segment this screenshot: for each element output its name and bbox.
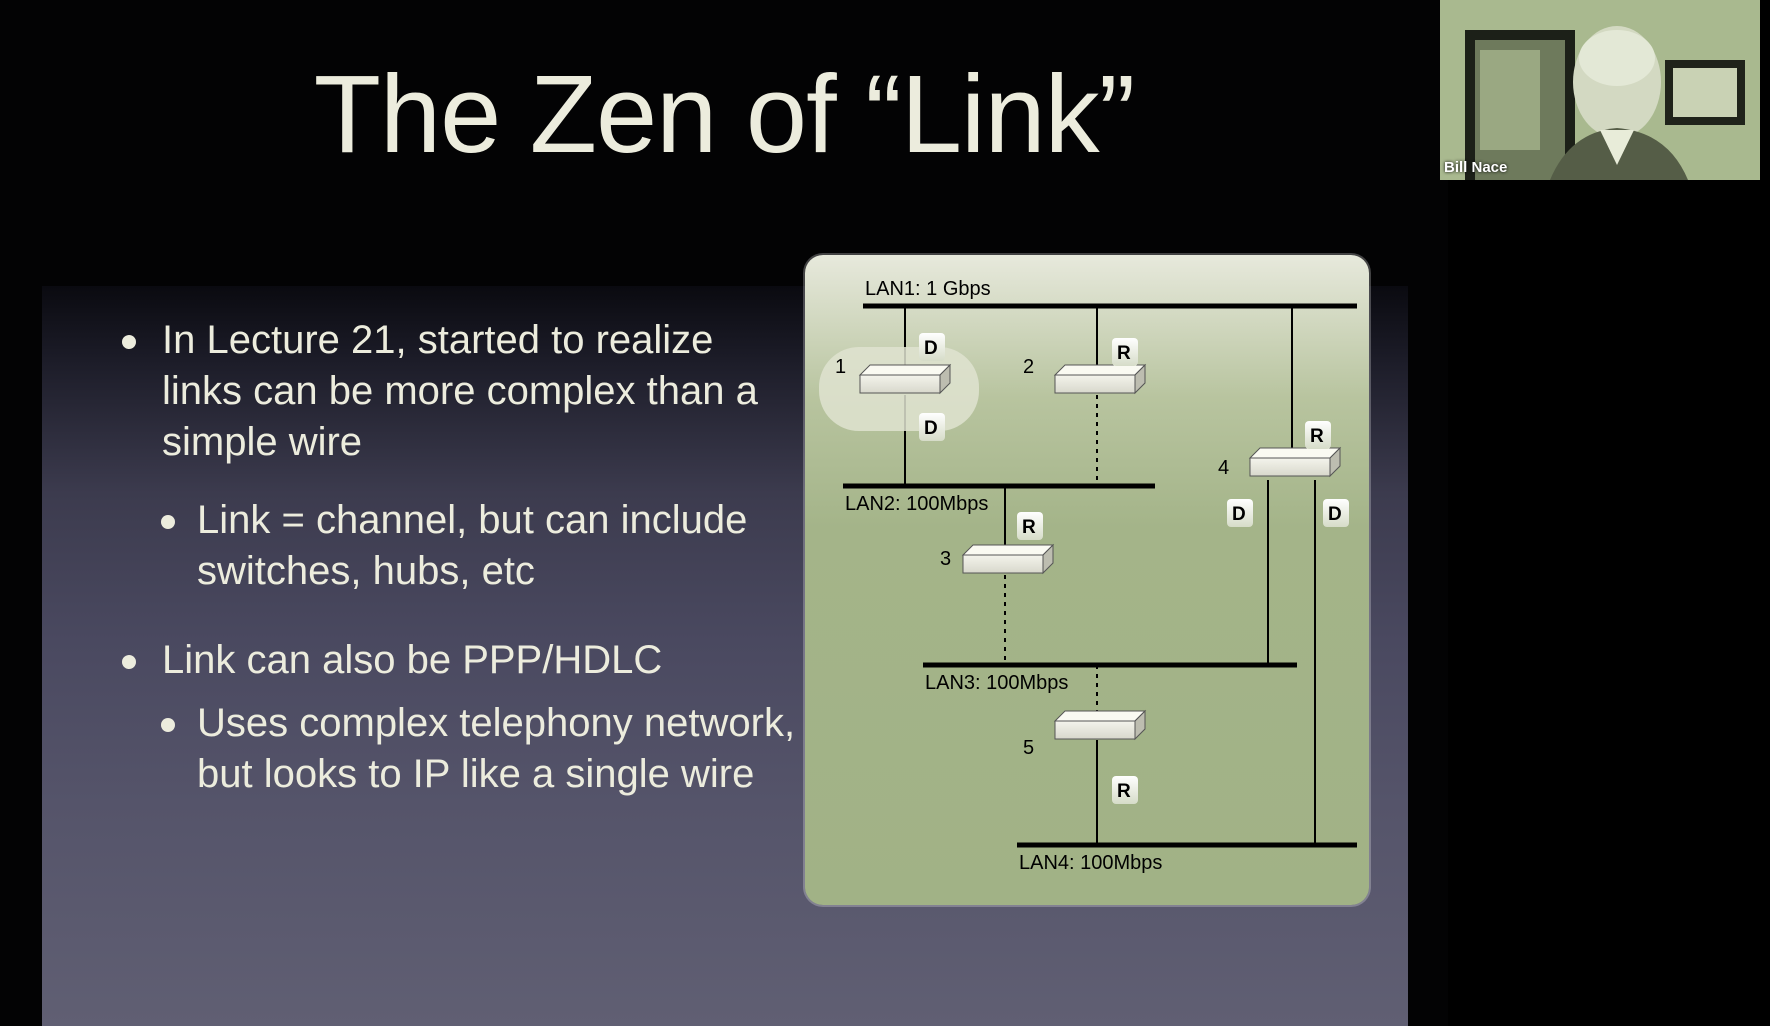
lan3-label: LAN3: 100Mbps: [925, 672, 1068, 694]
badge-d-1a: D: [919, 333, 945, 361]
badge-d-4b: D: [1323, 499, 1349, 527]
bullet-text: Link can also be PPP/HDLC: [162, 638, 663, 682]
bullet-dot: [122, 655, 136, 669]
badge-r-5: R: [1112, 776, 1138, 804]
badge-d-1b: D: [919, 413, 945, 441]
slide: The Zen of “Link” In Lecture 21, started…: [42, 53, 1408, 1026]
svg-text:R: R: [1117, 781, 1131, 802]
switch-3: [961, 543, 1055, 575]
participant-name: Bill Nace: [1444, 159, 1508, 176]
node-2-label: 2: [1023, 356, 1034, 378]
bullet-3: Link can also be PPP/HDLC: [122, 635, 782, 686]
badge-r-4: R: [1305, 421, 1331, 449]
bullet-dot: [122, 335, 136, 349]
video-feed: [1440, 0, 1760, 180]
badge-r-3: R: [1017, 512, 1043, 540]
badge-r-2: R: [1112, 338, 1138, 366]
node-3-label: 3: [940, 548, 951, 570]
node-5-label: 5: [1023, 737, 1034, 759]
bullet-dot: [161, 718, 175, 732]
lan1-label: LAN1: 1 Gbps: [865, 278, 991, 300]
network-diagram: LAN1: 1 Gbps LAN2: 100Mbps LAN3: 100Mbps…: [805, 255, 1369, 905]
bullet-2: Link = channel, but can include switches…: [161, 495, 757, 597]
bullet-text: In Lecture 21, started to realize links …: [162, 318, 758, 464]
svg-text:D: D: [1232, 504, 1246, 525]
lan4-label: LAN4: 100Mbps: [1019, 852, 1162, 874]
participant-video[interactable]: Bill Nace: [1440, 0, 1760, 180]
lan2-label: LAN2: 100Mbps: [845, 493, 988, 515]
svg-text:D: D: [924, 418, 938, 439]
bullet-4: Uses complex telephony network, but look…: [161, 698, 797, 800]
switch-5: [1053, 709, 1147, 741]
svg-text:D: D: [1328, 504, 1342, 525]
bullet-text: Uses complex telephony network, but look…: [197, 701, 796, 796]
svg-text:R: R: [1117, 343, 1131, 364]
bullet-text: Link = channel, but can include switches…: [197, 498, 748, 593]
svg-text:R: R: [1310, 426, 1324, 447]
svg-text:R: R: [1022, 517, 1036, 538]
bullet-1: In Lecture 21, started to realize links …: [122, 315, 782, 468]
badge-d-4a: D: [1227, 499, 1253, 527]
switch-2: [1053, 363, 1147, 395]
switch-1: [858, 363, 952, 395]
node-1-label: 1: [835, 356, 846, 378]
node-4-label: 4: [1218, 457, 1229, 479]
bullet-dot: [161, 515, 175, 529]
slide-title: The Zen of “Link”: [313, 53, 1136, 176]
switch-4: [1248, 446, 1342, 478]
svg-text:D: D: [924, 338, 938, 359]
